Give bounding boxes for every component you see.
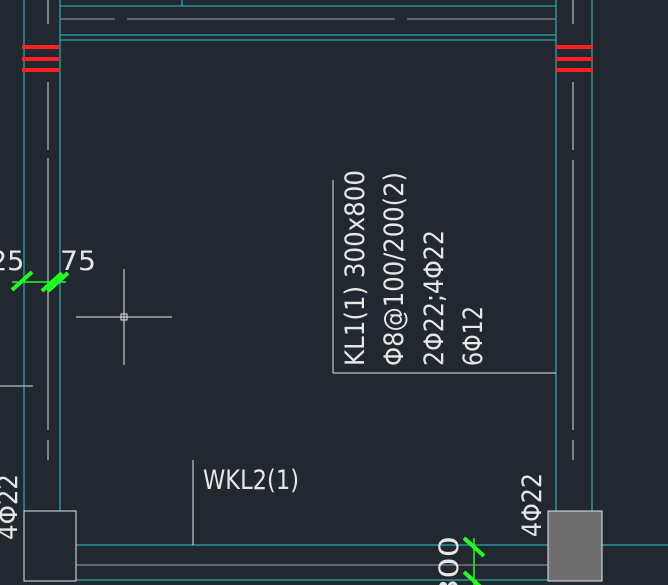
left-column[interactable]	[23, 510, 77, 582]
top-beam	[60, 0, 556, 41]
kl1-beam-label: KL1(1) 300x800	[340, 170, 371, 366]
left-column-rebar-label: 4Φ22	[0, 474, 24, 540]
dim-bottom-300: 300	[434, 536, 465, 585]
kl1-rebar-main-label: 2Φ22;4Φ22	[419, 230, 450, 366]
kl1-leader	[332, 180, 556, 374]
kl1-stirrup-label: Φ8@100/200(2)	[379, 172, 410, 366]
dim-left-25: 25	[0, 246, 24, 277]
right-red-rebar-marks	[556, 45, 593, 72]
dim-left-75: 75	[60, 246, 96, 277]
kl1-annotation[interactable]: KL1(1) 300x800 Φ8@100/200(2) 2Φ22;4Φ22 6…	[340, 170, 489, 366]
crosshair-cursor-icon	[76, 269, 172, 365]
right-column-rebar-label: 4Φ22	[517, 473, 548, 537]
right-wall	[555, 0, 593, 511]
right-column[interactable]	[547, 510, 603, 582]
left-wall	[23, 0, 61, 511]
left-wall-centerline	[0, 0, 49, 460]
kl1-rebar-side-label: 6Φ12	[458, 306, 489, 366]
left-red-rebar-marks	[22, 45, 59, 72]
wkl2-label[interactable]: WKL2(1)	[203, 465, 299, 496]
